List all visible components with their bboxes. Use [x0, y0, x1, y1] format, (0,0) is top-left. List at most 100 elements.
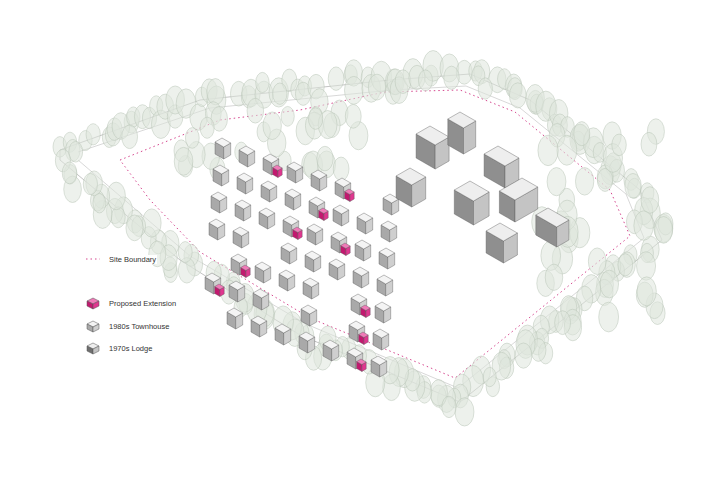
tree: [588, 248, 606, 275]
lodge-block: [486, 223, 517, 241]
legend-sample: [84, 341, 102, 355]
tree: [126, 215, 143, 241]
townhouse: [301, 305, 317, 314]
legend-text: Proposed Extension: [108, 299, 177, 308]
tree: [538, 135, 558, 165]
tree: [442, 396, 456, 417]
tree: [345, 104, 361, 128]
proposed-extension: [319, 208, 329, 214]
townhouse: [379, 248, 395, 257]
tree: [547, 168, 566, 196]
tree: [655, 216, 673, 243]
tree: [328, 67, 344, 91]
townhouse: [333, 205, 349, 214]
tree: [444, 66, 459, 89]
townhouse: [237, 173, 253, 182]
proposed-extension: [293, 227, 303, 233]
townhouse: [377, 275, 393, 284]
townhouse: [305, 251, 321, 260]
townhouse: [371, 356, 387, 365]
tree: [207, 79, 224, 105]
townhouse: [335, 178, 351, 187]
tree: [111, 207, 125, 228]
tree: [62, 162, 77, 184]
townhouse: [213, 165, 229, 174]
townhouse: [357, 213, 373, 222]
plot-outline: [60, 74, 662, 402]
tree: [478, 78, 492, 99]
tree: [83, 173, 97, 194]
legend-sample: [84, 319, 102, 333]
townhouse: [251, 316, 267, 325]
tree: [555, 311, 571, 335]
townhouse: [211, 192, 227, 201]
site-boundary: [120, 90, 630, 378]
tree: [178, 242, 192, 263]
tree: [333, 157, 349, 181]
lodge-block: [448, 112, 476, 128]
townhouse: [309, 197, 325, 206]
townhouse: [205, 273, 221, 282]
townhouse: [323, 340, 339, 349]
legend-cube: [87, 324, 93, 332]
tree: [641, 187, 659, 214]
townhouse: [353, 267, 369, 276]
legend-text: Site Boundary: [108, 255, 157, 264]
tree: [256, 72, 269, 92]
townhouse: [287, 162, 303, 171]
legend-sample: [84, 296, 102, 310]
townhouse: [215, 138, 231, 147]
tree: [509, 83, 526, 108]
tree: [395, 70, 411, 94]
tree: [618, 254, 633, 276]
townhouse: [229, 281, 245, 290]
tree: [93, 193, 106, 213]
tree: [600, 270, 618, 298]
townhouse: [259, 208, 275, 217]
townhouse: [239, 146, 255, 155]
townhouse: [307, 224, 323, 233]
townhouse: [261, 181, 277, 190]
tree: [574, 122, 590, 146]
tree: [418, 70, 432, 91]
tree: [69, 141, 83, 162]
townhouse: [347, 348, 363, 357]
townhouse: [255, 262, 271, 271]
proposed-extension: [361, 305, 371, 311]
lodge-block: [536, 208, 569, 227]
tree: [308, 108, 322, 130]
tree: [637, 252, 656, 281]
legend-cube: [87, 301, 93, 309]
townhouse: [263, 154, 279, 163]
lodge-block: [499, 178, 537, 200]
townhouse: [373, 329, 389, 338]
tree: [273, 83, 287, 104]
townhouse: [299, 332, 315, 341]
townhouse: [351, 294, 367, 303]
legend-text: 1970s Lodge: [108, 344, 153, 353]
proposed-extension: [241, 265, 251, 271]
townhouse: [381, 221, 397, 230]
legend-cube: [93, 346, 99, 354]
legend-row: 1980s Townhouse: [84, 319, 170, 333]
tree: [545, 264, 563, 290]
proposed-extension: [341, 243, 351, 249]
legend-row: Site Boundary: [84, 252, 157, 266]
legend-sample: [84, 252, 102, 266]
townhouse: [331, 232, 347, 241]
lodge-block: [396, 168, 426, 185]
tree: [455, 398, 474, 426]
tree: [575, 168, 593, 196]
tree: [263, 112, 281, 140]
road-line: [78, 86, 644, 388]
tree: [634, 211, 654, 240]
townhouse: [231, 254, 247, 263]
townhouse: [209, 219, 225, 228]
lodge-block: [416, 126, 449, 145]
townhouse: [303, 278, 319, 287]
tree: [122, 125, 138, 149]
townhouse: [311, 170, 327, 179]
lodge-block: [484, 146, 519, 166]
